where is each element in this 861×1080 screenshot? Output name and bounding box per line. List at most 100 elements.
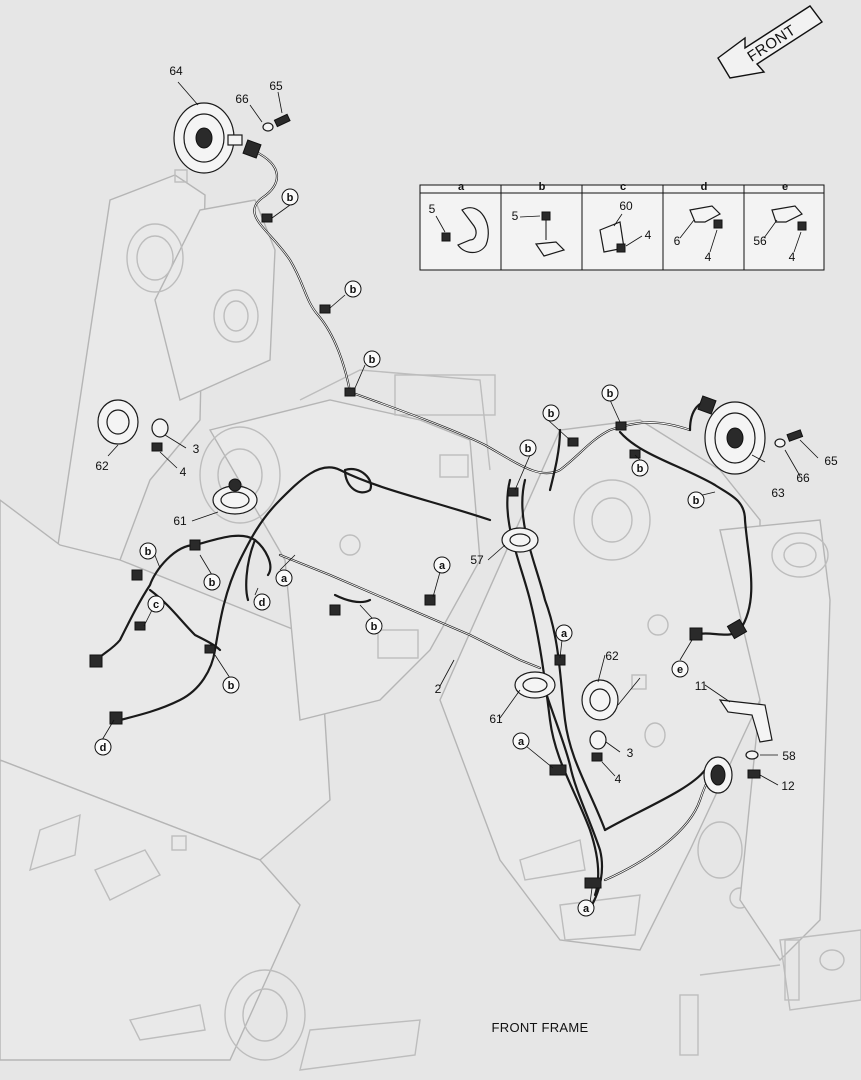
connector-left-3 [109,711,123,725]
bolt-65-right [786,429,804,442]
legend-b-part-5: 5 [512,209,519,223]
clamps [134,213,641,889]
frame-structure [0,169,861,1071]
callout-c15: a [433,556,451,574]
connector-left-4 [189,539,201,551]
part-4-left: 4 [180,465,187,479]
callout-c13: c [147,595,165,613]
leader-lines [101,81,819,904]
connector-mid [329,604,341,616]
legend-b-bolt [541,211,551,221]
callout-c8: b [687,491,705,509]
callout-c11: b [203,573,221,591]
legend-a-clamp [457,207,489,254]
callout-c5: b [542,404,560,422]
grommet-61-left [212,478,258,515]
legend-c-part-4: 4 [645,228,652,242]
callout-c9: a [275,569,293,587]
callout-c16: b [365,617,383,635]
part-number-labels: 64 66 65 62 3 4 61 57 2 63 66 65 62 61 3… [95,64,838,793]
part-64: 64 [169,64,183,78]
part-65-top: 65 [269,79,283,93]
legend-d-nut [713,219,723,229]
svg-text:a: a [518,736,525,748]
part-66-top: 66 [235,92,249,106]
bolt-65-top [273,113,291,128]
callout-c19: a [555,624,573,642]
legend-d-part-4: 4 [705,250,712,264]
grommet-62-right [581,679,619,762]
svg-text:b: b [145,546,152,558]
front-direction-arrow: FRONT [717,5,824,79]
diagram-caption: FRONT FRAME [492,1020,589,1035]
svg-text:b: b [637,463,644,475]
horn-top-left [173,102,262,174]
callout-c12: b [139,542,157,560]
legend-b-clip [534,241,566,257]
part-12: 12 [781,779,795,793]
legend-b-header: b [539,181,546,193]
svg-text:b: b [548,408,555,420]
svg-text:b: b [369,354,376,366]
connector-left-2 [89,654,103,668]
callout-c6: b [601,384,619,402]
legend-e-nut [797,221,807,231]
callout-c3: b [363,350,381,368]
legend-e-bracket [771,205,803,223]
svg-text:a: a [561,628,568,640]
legend-a-bolt [441,232,451,242]
legend-c-nut [616,243,626,253]
grommet-61-right [514,671,556,699]
part-2: 2 [435,682,442,696]
fastener-legend: a b c d e 5 5 60 4 6 4 56 4 [419,181,825,271]
legend-d-part-6: 6 [674,234,681,248]
callout-c7: b [631,459,649,477]
legend-a-header: a [458,181,465,193]
legend-d-bracket [689,205,721,223]
bracket-11-assembly [703,699,773,794]
svg-text:b: b [209,577,216,589]
svg-text:c: c [153,599,159,611]
callout-c14: b [222,676,240,694]
svg-text:b: b [287,192,294,204]
legend-c-header: c [620,181,626,193]
callout-c10: d [253,593,271,611]
svg-text:a: a [281,573,288,585]
part-63: 63 [771,486,785,500]
svg-text:b: b [525,443,532,455]
washer-66-right [774,438,786,448]
svg-text:d: d [100,742,107,754]
components [89,102,804,889]
svg-text:a: a [439,560,446,572]
svg-text:b: b [693,495,700,507]
grommet-62-left [97,399,169,452]
callout-c21: a [577,899,595,917]
svg-text:b: b [350,284,357,296]
part-66-right: 66 [796,471,810,485]
svg-text:b: b [228,680,235,692]
svg-text:e: e [677,664,683,676]
connector-left-1 [131,569,143,581]
legend-e-part-4: 4 [789,250,796,264]
svg-text:b: b [371,621,378,633]
part-62-left: 62 [95,459,109,473]
svg-text:d: d [259,597,266,609]
grommet-57 [501,527,539,553]
part-4-right: 4 [615,772,622,786]
part-65-right: 65 [824,454,838,468]
callout-c20: a [512,732,530,750]
legend-e-header: e [782,181,788,193]
horn-right [697,395,766,475]
callout-c17: d [94,738,112,756]
washer-66-top [262,122,274,132]
callout-c4: b [519,439,537,457]
part-57: 57 [470,553,484,567]
legend-e-part-56: 56 [753,234,767,248]
connector-e [689,627,703,641]
part-3-left: 3 [193,442,200,456]
part-61-left: 61 [173,514,187,528]
part-62-right: 62 [605,649,619,663]
callout-c2: b [344,280,362,298]
